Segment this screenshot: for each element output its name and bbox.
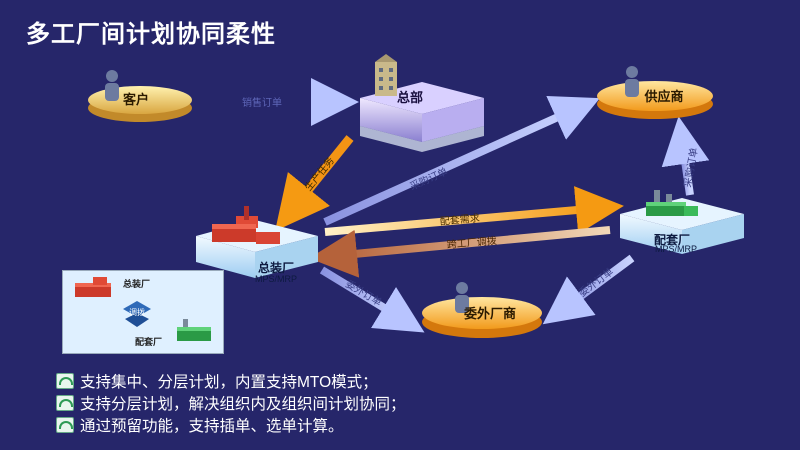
- bullet-item: 支持集中、分层计划，内置支持MTO模式；: [56, 370, 406, 392]
- inset-arrow-label: 调拨: [129, 307, 145, 317]
- person-icon: [455, 282, 469, 313]
- bullet-item: 通过预留功能，支持插单、选单计算。: [56, 414, 406, 436]
- edge-label: 委外订单: [576, 265, 616, 299]
- page-title: 多工厂间计划协同柔性: [26, 21, 276, 48]
- edge-supporting-outsource: 委外订单: [542, 254, 635, 325]
- node-sublabel: MPS/MRP: [655, 244, 697, 254]
- factory-icon: [75, 277, 111, 297]
- inset-supporting-label: 配套厂: [135, 336, 162, 347]
- person-icon: [625, 66, 639, 97]
- edge-supporting-assembly: 跨工厂调拨: [309, 226, 611, 278]
- edge-label: 生产任务: [302, 154, 337, 193]
- node-label: 客户: [123, 92, 149, 107]
- node-sublabel: MPS/MRP: [255, 274, 297, 284]
- node-label: 总装厂: [258, 260, 294, 275]
- edge-assembly-outsource: 委外订单: [319, 266, 425, 333]
- node-outsource: 委外厂商: [422, 282, 542, 338]
- bullet-list: 支持集中、分层计划，内置支持MTO模式； 支持分层计划，解决组织内及组织间计划协…: [56, 370, 406, 436]
- node-customer: 客户: [88, 70, 192, 122]
- person-icon: [105, 70, 119, 101]
- edge-supporting-supplier: 采购订单: [661, 116, 710, 196]
- edge-label: 委外订单: [343, 277, 384, 309]
- edge-customer-hq: 销售订单: [205, 78, 359, 126]
- edge-hq-assembly: 生产任务: [275, 135, 354, 232]
- office-building-icon: [375, 54, 397, 96]
- inset-assembly-label: 总装厂: [123, 278, 150, 289]
- node-label: 总部: [397, 90, 423, 105]
- edge-label: 销售订单: [242, 96, 282, 109]
- edge-assembly-supporting: 配套需求: [324, 186, 624, 236]
- checkmark-icon: [56, 373, 74, 389]
- bullet-item: 支持分层计划，解决组织内及组织间计划协同；: [56, 392, 406, 414]
- node-supporting: 配套厂 MPS/MRP: [620, 190, 744, 254]
- node-supplier: 供应商: [597, 66, 713, 119]
- factory-icon: [177, 319, 211, 341]
- node-label: 委外厂商: [463, 306, 516, 321]
- node-label: 配套厂: [654, 232, 690, 247]
- edge-label: 配套需求: [439, 211, 480, 227]
- node-assembly: 总装厂 MPS/MRP: [196, 206, 318, 284]
- factory-icon: [212, 206, 280, 244]
- inset-panel: 调拨 总装厂 配套厂: [62, 270, 224, 354]
- edge-label: 跨工厂调拨: [446, 234, 497, 251]
- checkmark-icon: [56, 417, 74, 433]
- node-hq: 总部: [360, 54, 484, 152]
- checkmark-icon: [56, 395, 74, 411]
- node-label: 供应商: [643, 89, 683, 104]
- transfer-arrow-icon: [123, 301, 151, 327]
- factory-icon: [646, 190, 698, 216]
